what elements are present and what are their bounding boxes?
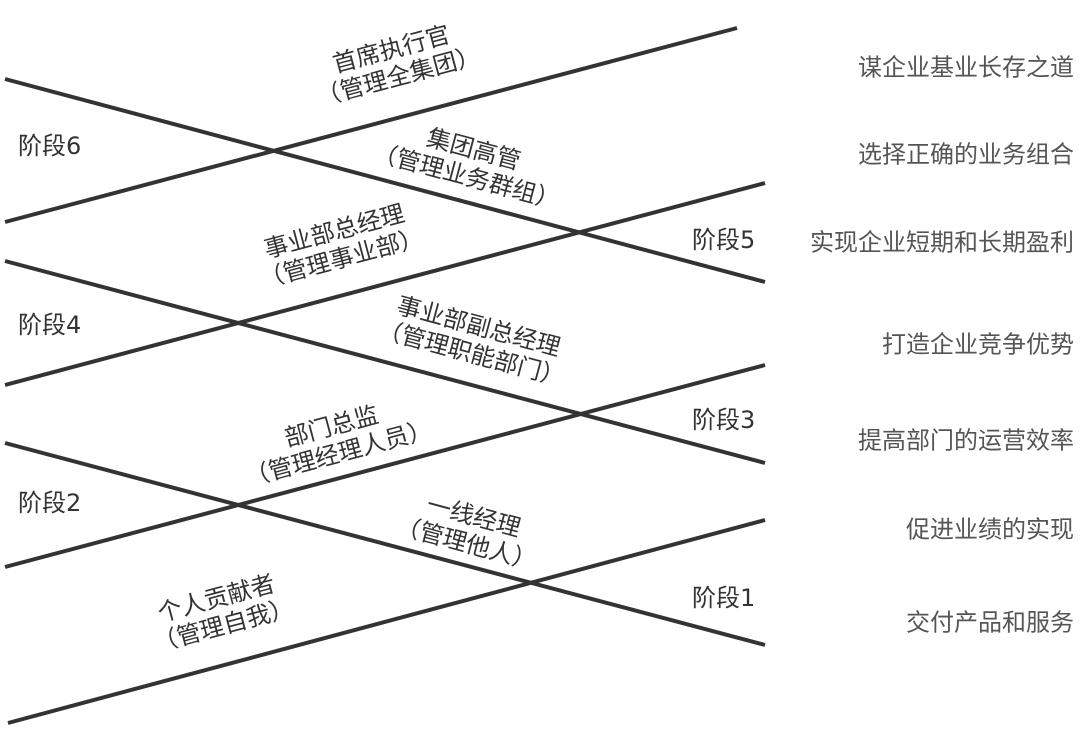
- goal-stage-first-line: 促进业绩的实现: [906, 515, 1074, 544]
- ascending-line: [4, 26, 738, 224]
- descending-line: [4, 441, 766, 647]
- goal-stage-group-exec: 选择正确的业务组合: [858, 140, 1074, 169]
- stage-3-label: 阶段3: [692, 406, 756, 434]
- ascending-line: [4, 363, 766, 569]
- ascending-line: [7, 518, 766, 725]
- ascending-line: [4, 181, 766, 387]
- stage-2-label: 阶段2: [18, 489, 82, 517]
- goal-stage-individual: 交付产品和服务: [906, 608, 1074, 637]
- descending-line: [4, 77, 766, 284]
- stage-6-label: 阶段6: [18, 132, 82, 160]
- goal-stage-ceo: 谋企业基业长存之道: [858, 53, 1074, 82]
- goal-stage-deputy-gm: 打造企业竞争优势: [882, 330, 1074, 359]
- goal-stage-business-gm: 实现企业短期和长期盈利: [810, 228, 1074, 257]
- goal-stage-director: 提高部门的运营效率: [858, 426, 1074, 455]
- stage-5-label: 阶段5: [692, 226, 756, 254]
- stage-4-label: 阶段4: [18, 311, 82, 339]
- descending-line: [4, 259, 766, 465]
- stage-1-label: 阶段1: [692, 584, 756, 612]
